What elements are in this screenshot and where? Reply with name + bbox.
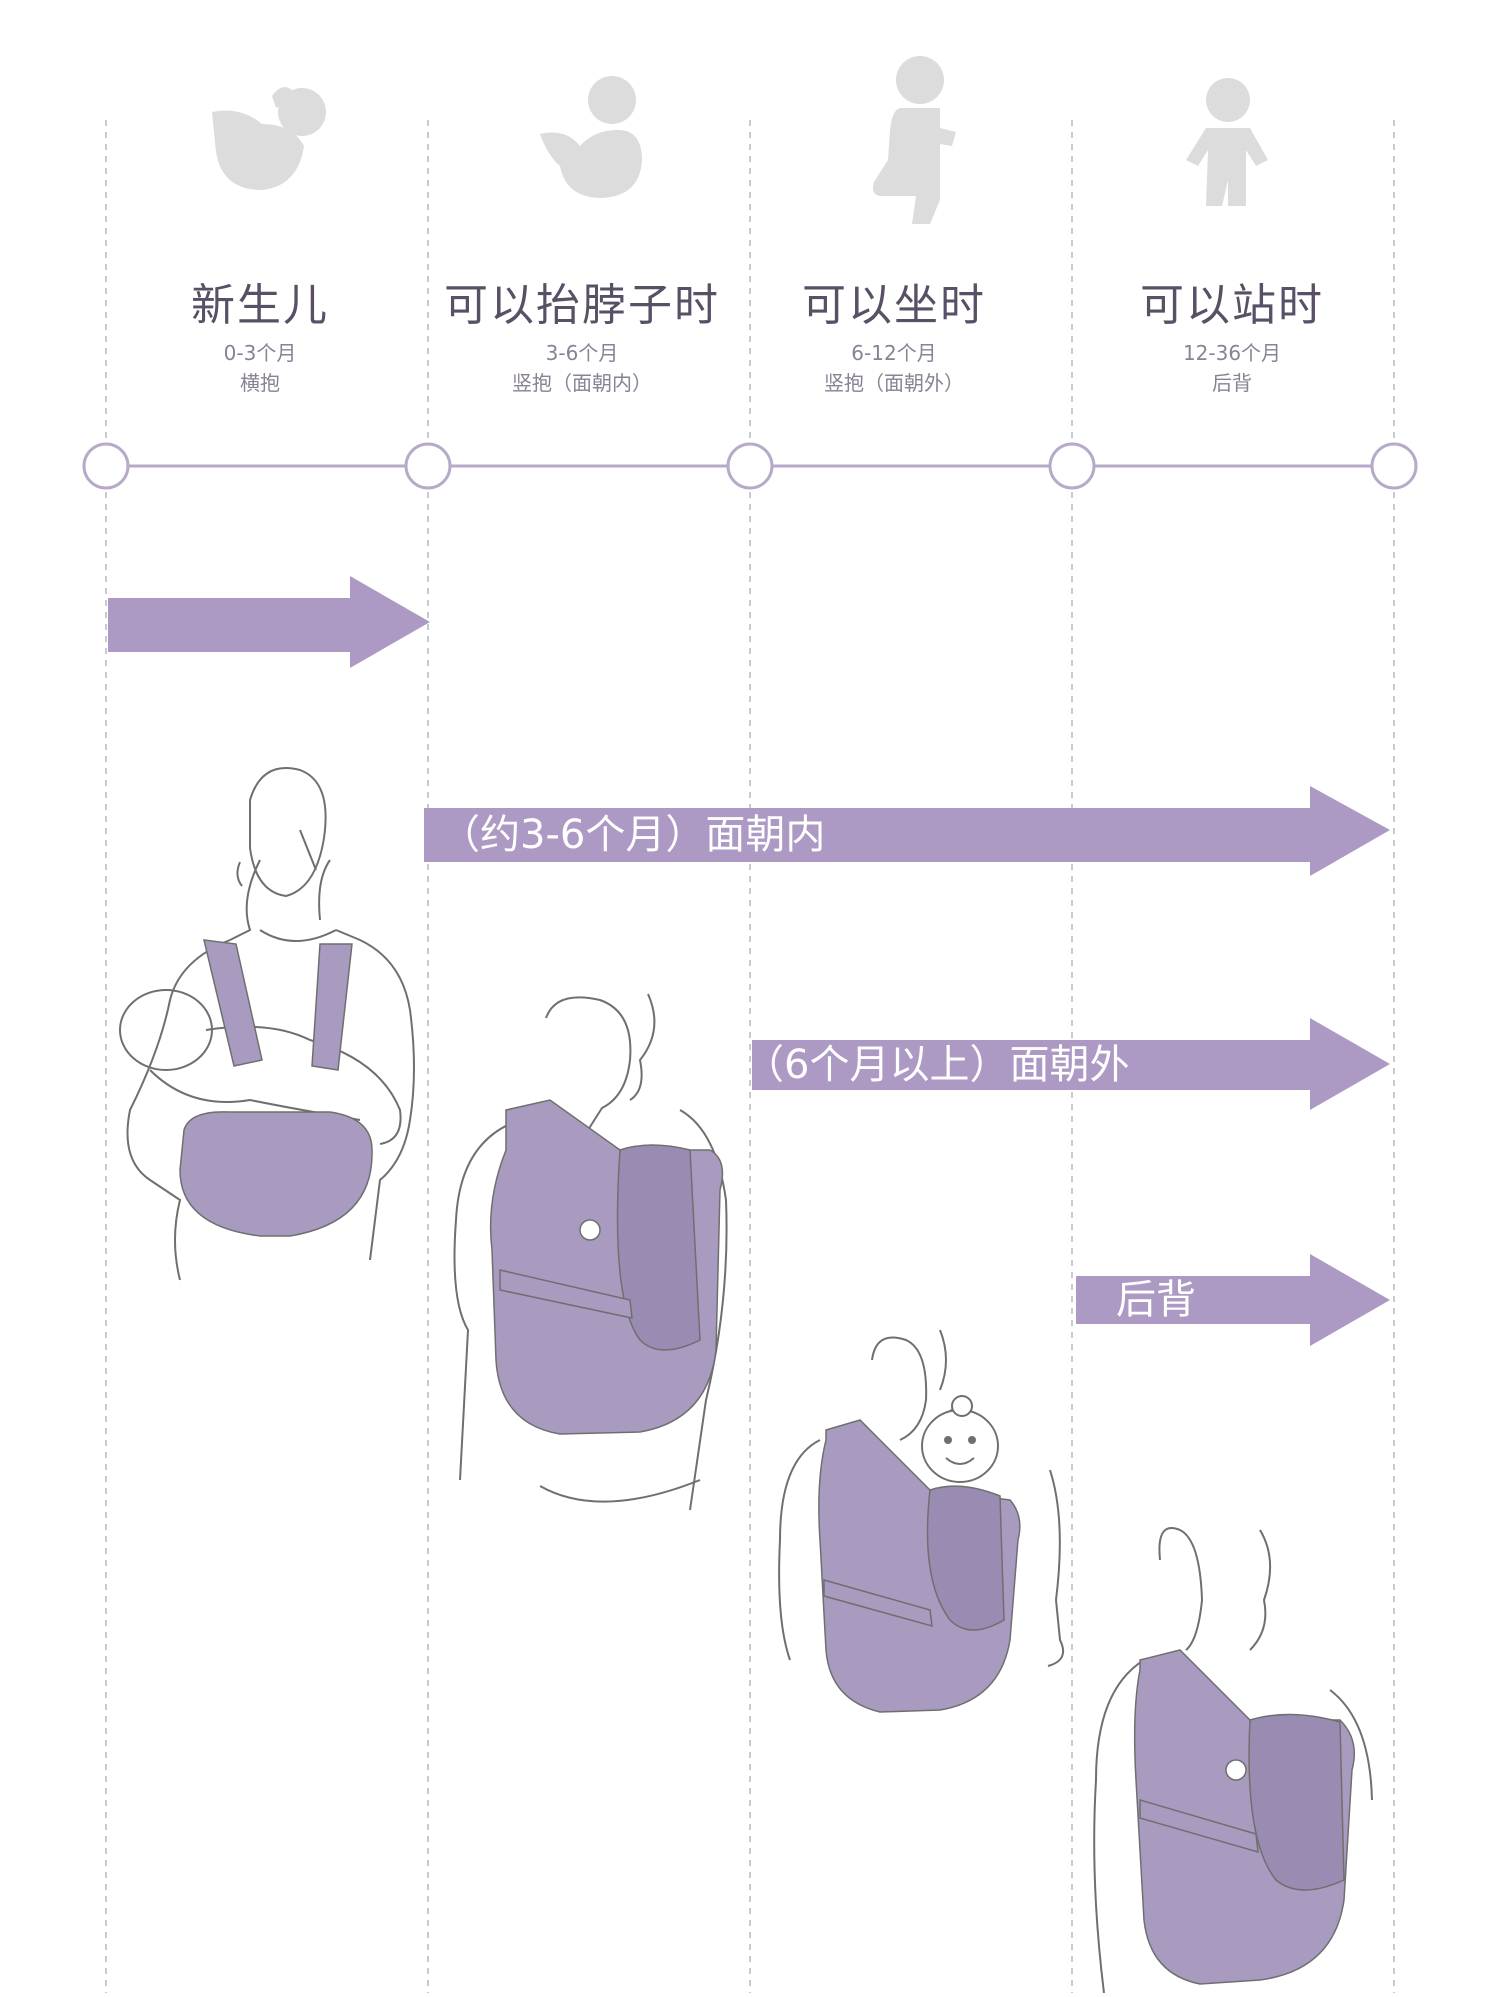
arrow-newborn (108, 576, 430, 668)
stage-mode: 后背 (1212, 371, 1252, 395)
timeline-node (726, 442, 774, 490)
arrow-facing-in (424, 786, 1390, 876)
timeline (82, 442, 1418, 490)
stage-title: 可以站时 (1140, 280, 1324, 331)
stage-mode: 竖抱（面朝外） (824, 371, 964, 395)
stage-header-sitting: 可以坐时 6-12个月 竖抱（面朝外） (734, 278, 1054, 398)
stage-age: 12-36个月 (1182, 341, 1282, 365)
stage-mode: 横抱 (240, 371, 280, 395)
stage-header-standing: 可以站时 12-36个月 后背 (1072, 278, 1392, 398)
standing-baby-icon (1186, 78, 1268, 206)
stage-mode: 竖抱（面朝内） (512, 371, 652, 395)
outward-carrier (818, 1419, 1021, 1713)
newborn-cradle-hold-illustration (119, 767, 415, 1281)
back-carrier (1133, 1649, 1355, 1985)
back-carry-illustration (1093, 1527, 1373, 1994)
timeline-node (404, 442, 452, 490)
stage-title: 可以抬脖子时 (444, 280, 720, 331)
arrow-label-facing-out: （6个月以上）面朝外 (744, 1042, 1130, 1088)
newborn-icon (212, 87, 326, 190)
inward-facing-carry-illustration (453, 993, 728, 1511)
stage-header-newborn: 新生儿 0-3个月 横抱 (100, 278, 420, 398)
arrow-label-facing-in: （约3-6个月）面朝内 (440, 812, 826, 858)
timeline-node (82, 442, 130, 490)
sitting-baby-icon (873, 56, 956, 224)
timeline-node (1370, 442, 1418, 490)
outward-baby-face (921, 1395, 999, 1483)
arrows (108, 576, 1390, 1346)
stage-age: 6-12个月 (851, 341, 937, 365)
arrow-back-carry (1076, 1254, 1390, 1346)
inward-carrier (489, 1099, 724, 1435)
stage-title: 新生儿 (191, 280, 329, 331)
stage-age: 3-6个月 (545, 341, 619, 365)
arrow-label-back-carry: 后背 (1116, 1277, 1196, 1323)
stage-header-head-up: 可以抬脖子时 3-6个月 竖抱（面朝内） (422, 278, 742, 398)
newborn-carrier (179, 939, 373, 1237)
stage-age: 0-3个月 (223, 341, 297, 365)
arrow-facing-out (752, 1018, 1390, 1110)
column-separators (105, 120, 1395, 1993)
head-up-baby-icon (540, 76, 642, 198)
timeline-node (1048, 442, 1096, 490)
stage-title: 可以坐时 (802, 280, 986, 331)
